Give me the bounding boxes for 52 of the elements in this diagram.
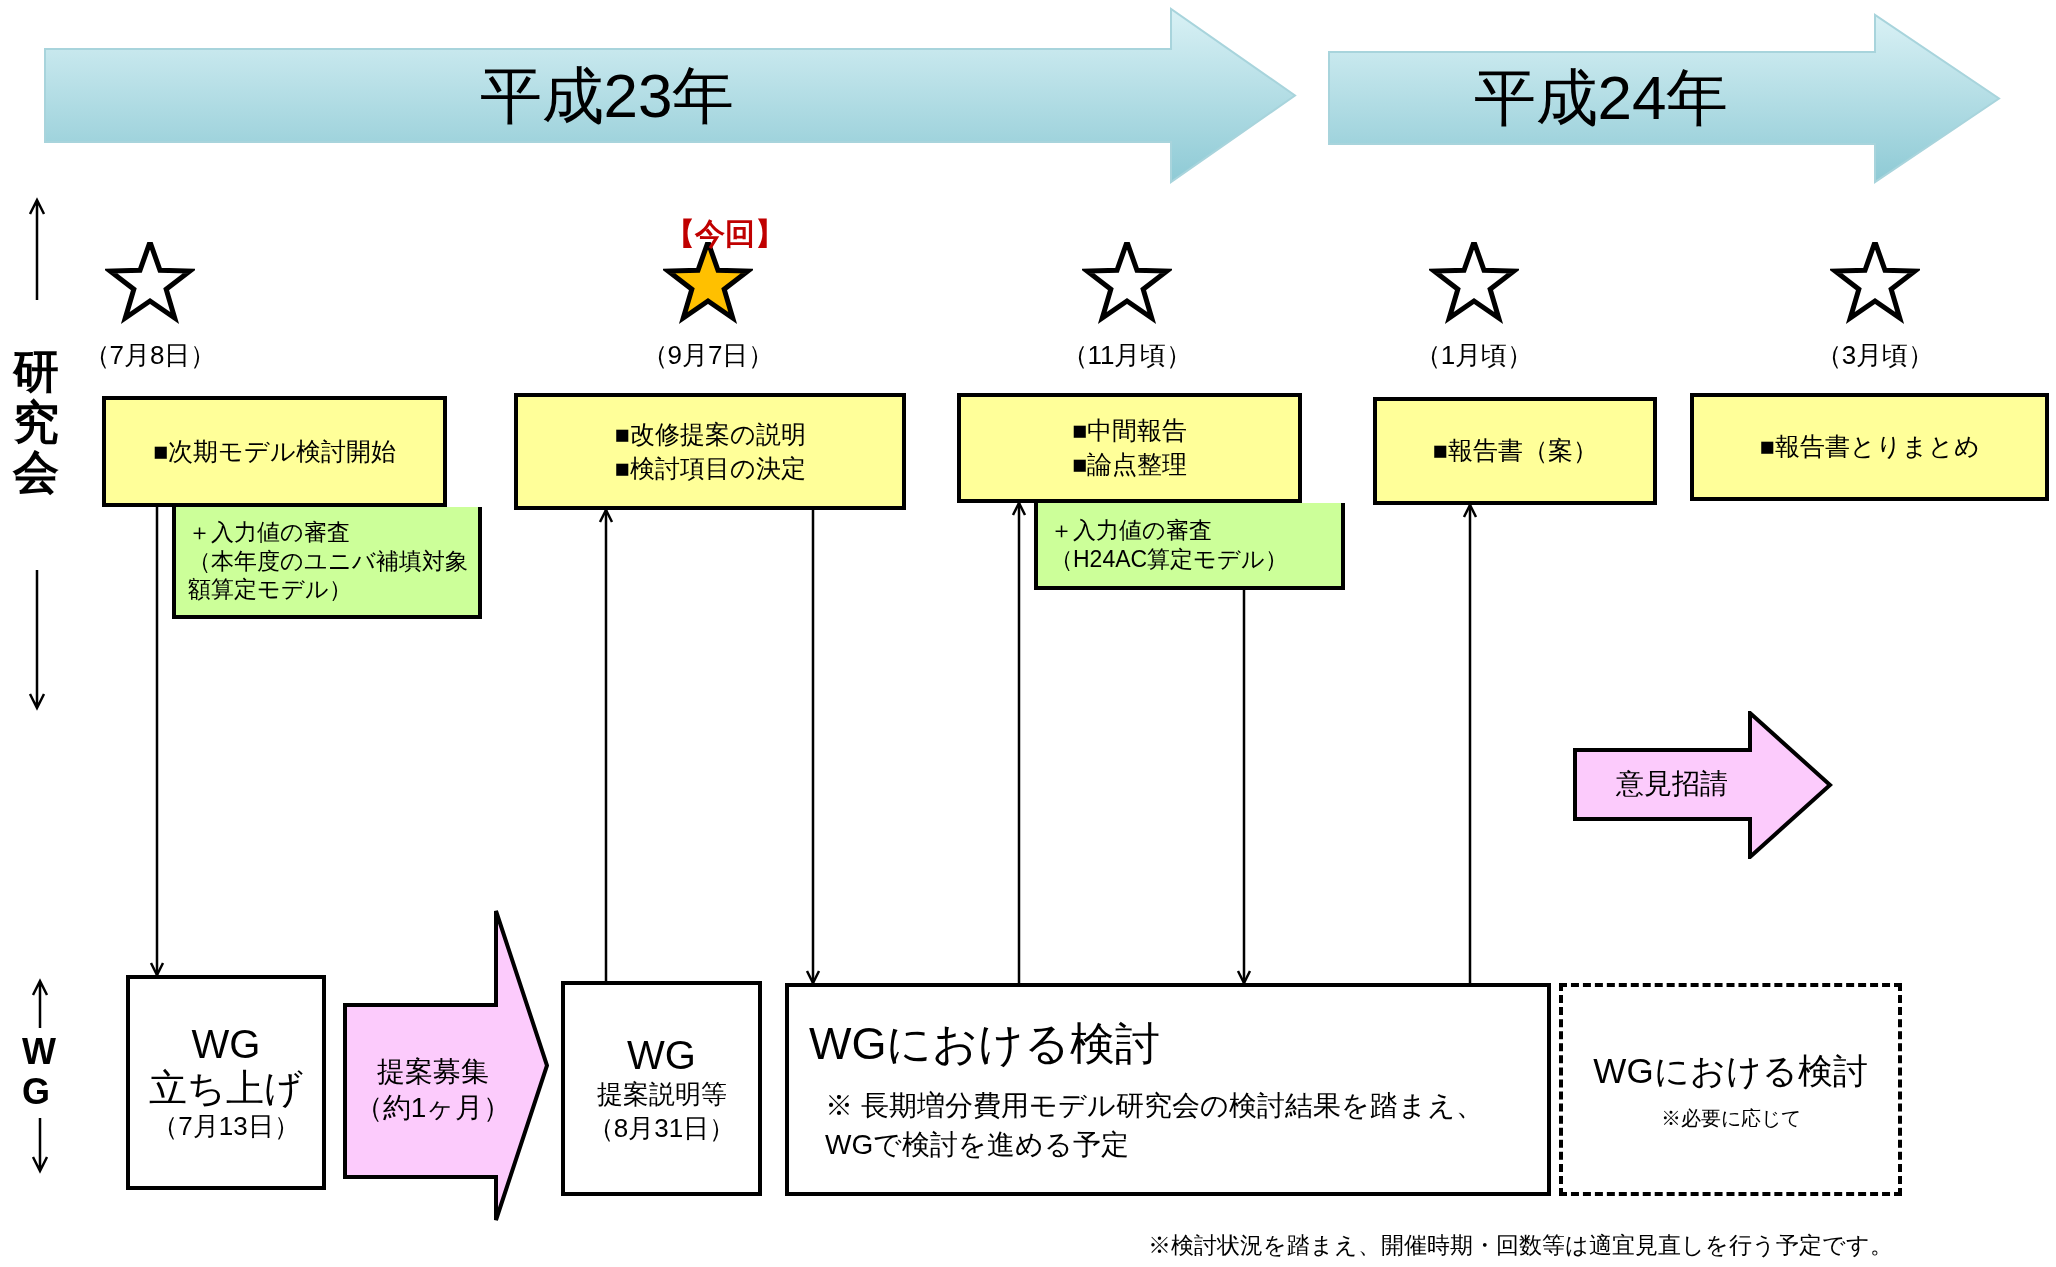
arrow	[1236, 590, 1252, 985]
note-box	[1034, 503, 1345, 590]
note-box	[172, 507, 482, 619]
date-label: （7月8日）	[83, 338, 217, 372]
date-label: （3月頃）	[1815, 338, 1935, 372]
meeting-box	[102, 396, 447, 507]
process-arrow	[343, 909, 550, 1222]
wg-text: （8月31日）	[587, 1111, 736, 1145]
note-text: （本年度のユニバ補填対象額算定モデル）	[188, 546, 469, 605]
wg-box	[1559, 983, 1902, 1196]
meeting-box	[514, 393, 906, 510]
wg-box	[561, 981, 762, 1196]
wg-text: WGにおける検討	[809, 1017, 1161, 1072]
arrow	[598, 508, 614, 981]
wg-text: 立ち上げ	[149, 1066, 303, 1111]
wg-text: （7月13日）	[152, 1110, 300, 1144]
wg-text: WGにおける検討	[1593, 1049, 1868, 1092]
arrow	[149, 507, 165, 977]
note-text: ＋入力値の審査	[1050, 515, 1212, 545]
wg-box	[785, 983, 1551, 1196]
agenda-item: ■検討項目の決定	[614, 452, 806, 484]
current-marker: 【今回】	[665, 216, 785, 252]
row-label: WG	[22, 1032, 57, 1112]
wg-text: 提案説明等	[596, 1077, 727, 1111]
meeting-box	[957, 393, 1302, 503]
agenda-item: ■報告書（案）	[1432, 435, 1598, 467]
arrow	[805, 510, 821, 985]
note-text: （H24AC算定モデル）	[1050, 544, 1289, 574]
arrow	[1462, 503, 1478, 983]
note-text: ＋入力値の審査	[188, 517, 350, 547]
meeting-box	[1690, 393, 2049, 501]
agenda-item: ■中間報告	[1071, 415, 1188, 447]
agenda-item: ■改修提案の説明	[614, 418, 806, 450]
agenda-item: ■次期モデル検討開始	[152, 435, 397, 467]
row-label: 研究会	[13, 346, 59, 498]
wg-box	[126, 975, 326, 1190]
date-label: （11月頃）	[1061, 338, 1193, 372]
edge-label: 提案募集（約1ヶ月）	[353, 1055, 513, 1126]
wg-text: WG	[627, 1031, 696, 1078]
meeting-box	[1373, 397, 1657, 505]
date-label: （1月頃）	[1414, 338, 1534, 372]
agenda-item: ■報告書とりまとめ	[1759, 431, 1980, 463]
year-label: 平成23年	[479, 64, 735, 127]
process-label: 意見招請	[1615, 767, 1728, 802]
agenda-item: ■論点整理	[1071, 449, 1188, 480]
wg-text: ※ 長期増分費用モデル研究会の検討結果を踏まえ、WGで検討を進める予定	[824, 1088, 1485, 1162]
wg-text: ※必要に応じて	[1660, 1106, 1801, 1132]
footnote: ※検討状況を踏まえ、開催時期・回数等は適宜見直しを行う予定です。	[1148, 1231, 1893, 1260]
date-label: （9月7日）	[641, 338, 775, 372]
year-label: 平成24年	[1473, 67, 1729, 129]
wg-text: WG	[191, 1020, 261, 1067]
arrow	[1011, 501, 1027, 983]
